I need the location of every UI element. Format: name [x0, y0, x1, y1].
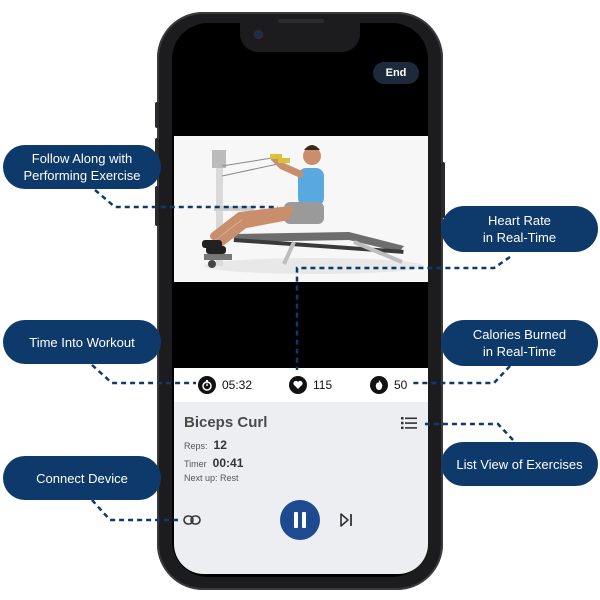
- callout-heart-rate-line2: in Real-Time: [482, 230, 557, 245]
- callout-calories-line2: in Real-Time: [482, 344, 557, 359]
- exercise-video[interactable]: [174, 136, 428, 282]
- exercise-title: Biceps Curl: [184, 414, 268, 431]
- exercise-panel: [174, 402, 428, 574]
- callout-connect-device-text: Connect Device: [36, 470, 128, 486]
- timer-row: Timer 00:41: [184, 456, 243, 470]
- calories-stat: 50: [370, 368, 407, 402]
- elapsed-time-stat: 05:32: [198, 368, 252, 402]
- callout-heart-rate-line1: Heart Rate: [488, 213, 551, 228]
- callout-calories-burned: Calories Burned in Real-Time: [441, 320, 598, 366]
- pause-button[interactable]: [280, 500, 320, 540]
- callout-heart-rate: Heart Rate in Real-Time: [441, 206, 598, 252]
- callout-follow-along-line2: Performing Exercise: [23, 168, 141, 183]
- callout-calories-line1: Calories Burned: [472, 327, 567, 342]
- flame-icon: [370, 376, 388, 394]
- reps-row: Reps: 12: [184, 438, 227, 452]
- elapsed-time-value: 05:32: [222, 378, 253, 392]
- pause-icon: [294, 512, 306, 528]
- reps-value: 12: [213, 438, 227, 452]
- calories-value: 50: [394, 378, 408, 392]
- callout-list-view-text: List View of Exercises: [456, 456, 583, 472]
- heart-rate-stat: 115: [289, 368, 332, 402]
- next-up-text: Next up: Rest: [184, 473, 239, 483]
- volume-up-button: [155, 102, 159, 128]
- timer-value: 00:41: [212, 456, 244, 470]
- speaker: [278, 19, 324, 23]
- reps-label: Reps:: [184, 441, 208, 451]
- stopwatch-icon: [198, 376, 216, 394]
- callout-list-view: List View of Exercises: [441, 442, 598, 486]
- callout-follow-along-line1: Follow Along with: [31, 151, 133, 166]
- front-camera: [255, 31, 262, 38]
- link-icon[interactable]: [183, 512, 201, 528]
- callout-connect-device: Connect Device: [3, 456, 161, 500]
- volume-down-button-2: [155, 186, 159, 226]
- timer-label: Timer: [184, 459, 207, 469]
- callout-time-into-workout-text: Time Into Workout: [29, 334, 135, 350]
- heart-rate-value: 115: [313, 378, 333, 392]
- list-icon[interactable]: [401, 416, 417, 430]
- end-workout-button[interactable]: End: [373, 62, 419, 84]
- callout-time-into-workout: Time Into Workout: [3, 320, 161, 364]
- callout-follow-along: Follow Along with Performing Exercise: [3, 145, 161, 189]
- power-button: [441, 162, 445, 218]
- exercise-illustration: [174, 136, 428, 282]
- skip-next-icon[interactable]: [339, 512, 353, 528]
- heart-icon: [289, 376, 307, 394]
